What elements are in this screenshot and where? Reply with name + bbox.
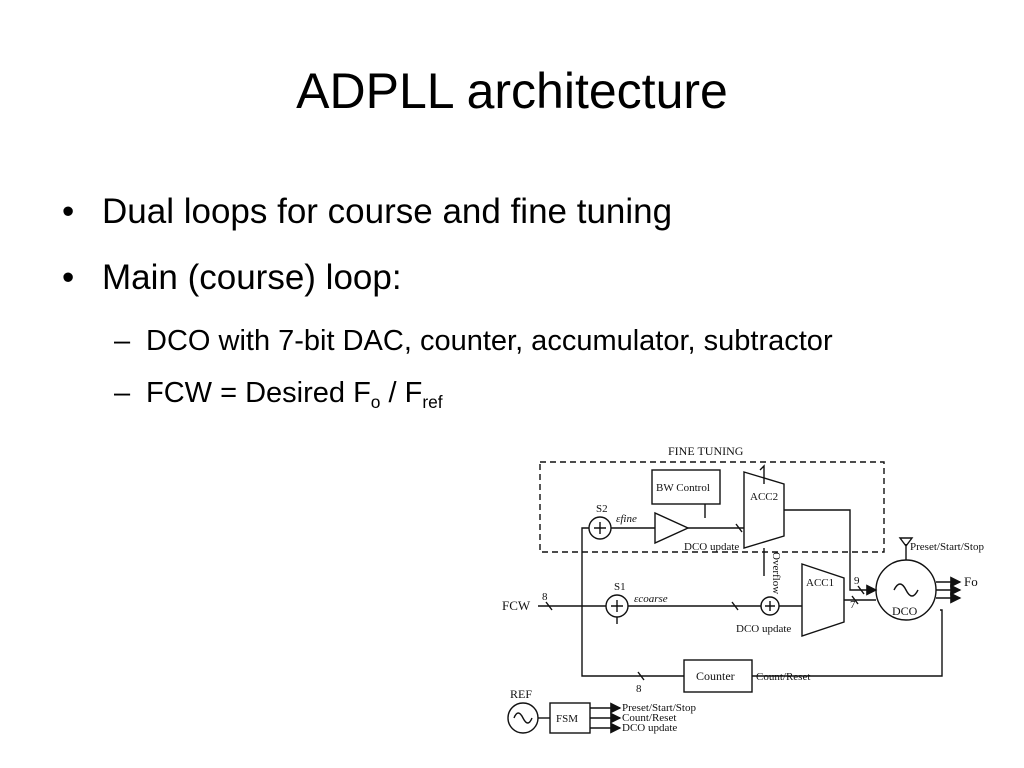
fcw-label: FCW bbox=[502, 598, 531, 613]
dco-update-1-label: DCO update bbox=[684, 541, 739, 553]
bullet-text: Dual loops for course and fine tuning bbox=[102, 192, 673, 231]
bw-control-label: BW Control bbox=[656, 482, 710, 494]
dco-antenna bbox=[898, 537, 914, 560]
e-coarse-label: εcoarse bbox=[634, 593, 668, 605]
amplifier-triangle bbox=[654, 511, 690, 545]
acc2-block bbox=[743, 471, 785, 549]
bw-control-box bbox=[651, 469, 721, 505]
sub-bullet-text: DCO with 7-bit DAC, counter, accumulator… bbox=[146, 325, 833, 357]
overflow-label: Overflow bbox=[770, 552, 782, 594]
fine-tuning-box bbox=[539, 461, 885, 553]
count-reset-label: Count/Reset bbox=[756, 671, 810, 683]
bus-7-label: 7 bbox=[850, 599, 856, 611]
sub-bullet-item: – FCW = Desired Fo / Fref bbox=[62, 374, 962, 421]
ref-label: REF bbox=[510, 687, 532, 701]
sub-bullet-item: – DCO with 7-bit DAC, counter, accumulat… bbox=[62, 322, 962, 360]
dco-update-2-label: DCO update bbox=[736, 623, 791, 635]
bus-8b-label: 8 bbox=[636, 683, 642, 695]
fine-tuning-label: FINE TUNING bbox=[668, 444, 744, 458]
s2-label: S2 bbox=[596, 503, 608, 515]
bullet-text: Main (course) loop: bbox=[102, 258, 402, 297]
bullet-item: • Dual loops for course and fine tuning bbox=[62, 190, 962, 234]
fsm-out-2-label: Count/Reset bbox=[622, 712, 676, 724]
bullet-dot: • bbox=[62, 192, 75, 231]
bus-8a-label: 8 bbox=[542, 591, 548, 603]
acc1-label: ACC1 bbox=[806, 577, 834, 589]
acc1-block bbox=[801, 563, 845, 637]
bullet-item: • Main (course) loop: bbox=[62, 256, 962, 300]
sub-bullet-dash: – bbox=[114, 377, 131, 409]
s1-label: S1 bbox=[614, 581, 626, 593]
sub-bullet-text: FCW = Desired F bbox=[146, 377, 371, 409]
subscript-o: o bbox=[370, 392, 381, 412]
bullet-list: • Dual loops for course and fine tuning … bbox=[62, 190, 962, 435]
bullet-dot: • bbox=[62, 258, 75, 297]
fsm-out-1-label: Preset/Start/Stop bbox=[622, 702, 696, 714]
bus-9-label: 9 bbox=[854, 575, 860, 587]
e-fine-label: εfine bbox=[616, 513, 637, 525]
subscript-ref: ref bbox=[422, 392, 443, 412]
acc2-label: ACC2 bbox=[750, 491, 778, 503]
sub-bullet-dash: – bbox=[114, 325, 131, 357]
preset-label: Preset/Start/Stop bbox=[910, 541, 984, 553]
counter-label: Counter bbox=[696, 669, 735, 683]
fsm-out-3-label: DCO update bbox=[622, 722, 677, 734]
fsm-label: FSM bbox=[556, 713, 578, 725]
fo-label: Fo bbox=[964, 574, 978, 589]
adpll-diagram: FINE TUNING BW Control ACC2 S2 εfine DCO… bbox=[502, 444, 984, 734]
slash-text: / F bbox=[380, 377, 423, 409]
slide-title: ADPLL architecture bbox=[296, 63, 728, 119]
dco-label: DCO bbox=[892, 604, 918, 618]
